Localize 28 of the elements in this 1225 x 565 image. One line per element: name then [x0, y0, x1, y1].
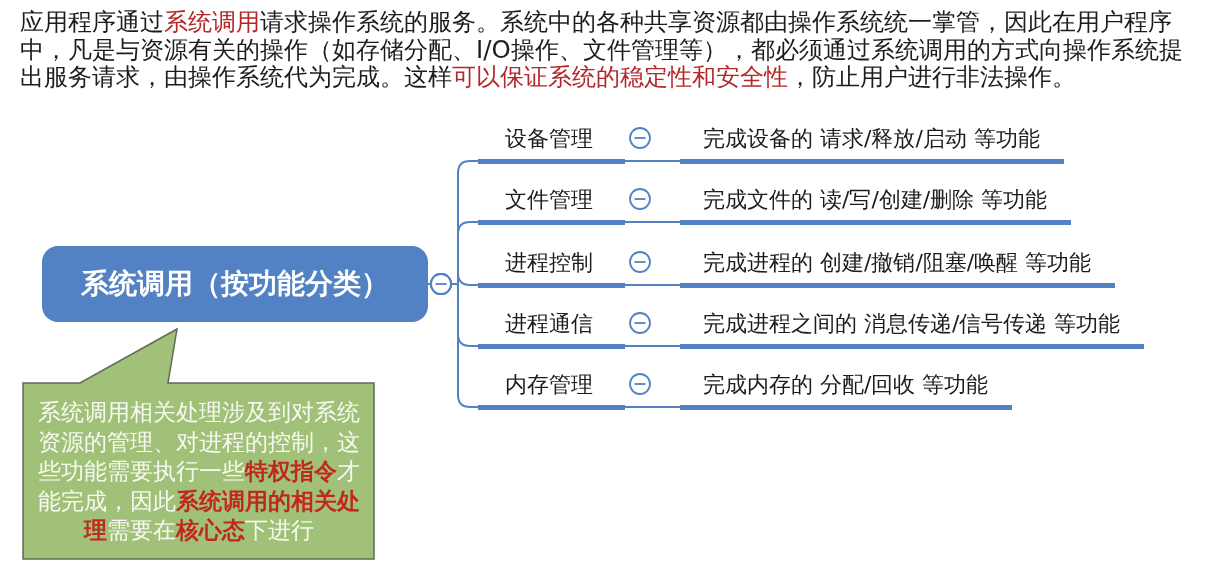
- topic-branch: [478, 185, 625, 225]
- detail-branch: [680, 185, 1072, 225]
- connector-line: [624, 284, 681, 286]
- detail-branch: [680, 309, 1145, 349]
- topic-branch: [478, 309, 625, 349]
- detail-branch: [680, 124, 1064, 164]
- topic-text: 内存管理: [505, 370, 594, 399]
- connector-line: [624, 345, 681, 347]
- connector-line: [624, 406, 681, 408]
- callout-bubble: [22, 328, 375, 560]
- detail-branch: [680, 370, 1013, 410]
- connector-line: [624, 221, 681, 223]
- topic-text: 进程控制: [505, 248, 594, 277]
- detail-text: 完成进程之间的 消息传递/信号传递 等功能: [703, 309, 1121, 338]
- detail-text: 完成内存的 分配/回收 等功能: [703, 370, 989, 399]
- callout-text: 系统调用相关处理涉及到对系统资源的管理、对进程的控制，这些功能需要执行一些特权指令才能完成，因此系统调用的相关处理需要在核心态下进行: [36, 398, 361, 545]
- root-topic-box: [42, 246, 428, 322]
- detail-text: 完成进程的 创建/撤销/阻塞/唤醒 等功能: [703, 248, 1092, 277]
- connector-line: [624, 160, 681, 162]
- topic-text: 设备管理: [505, 124, 594, 153]
- topic-text: 进程通信: [505, 309, 594, 338]
- root-topic-text: 系统调用（按功能分类）: [81, 266, 389, 302]
- detail-text: 完成设备的 请求/释放/启动 等功能: [703, 124, 1040, 153]
- detail-branch: [680, 248, 1116, 288]
- topic-text: 文件管理: [505, 185, 594, 214]
- detail-text: 完成文件的 读/写/创建/删除 等功能: [703, 185, 1048, 214]
- toggle-connector: [427, 273, 479, 408]
- intro-paragraph: 应用程序通过系统调用请求操作系统的服务。系统中的各种共享资源都由操作系统统一掌管，因此在用户程序中，凡是与资源有关的操作（如存储分配、I/O操作、文件管理等），都必须通过系统调用的方式向操作系统提出服务请求，由操作系统代为完成。这样可以保证系统的稳定性和安全性，防止用户进行非法操作。: [20, 8, 1184, 91]
